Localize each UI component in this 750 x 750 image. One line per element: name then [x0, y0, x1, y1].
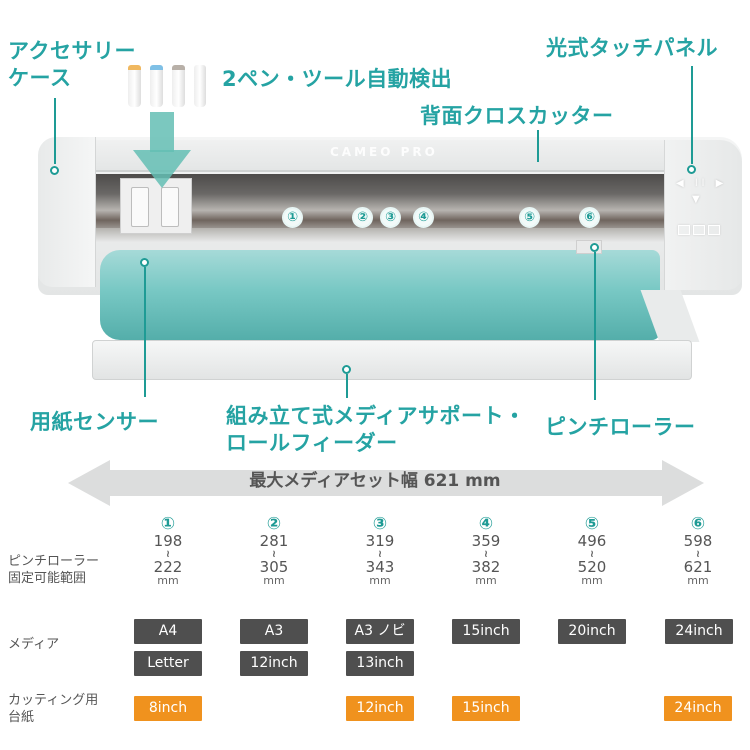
mat-tag: 8inch [134, 696, 202, 721]
mat-tag: 24inch [664, 696, 732, 721]
cutting-rail [96, 228, 664, 242]
callout-accessory-case: アクセサリー ケース [8, 39, 136, 90]
arrow-down-icon [150, 112, 174, 152]
row-label-media: メディア [8, 637, 60, 652]
callout-paper-sensor: 用紙センサー [30, 410, 159, 434]
tool-holder-1 [131, 187, 149, 227]
media-tag: 24inch [665, 619, 733, 644]
leader-dot [342, 365, 351, 374]
leader-line [594, 252, 596, 400]
callout-touch-panel: 光式タッチパネル [546, 36, 718, 60]
media-tag: 15inch [452, 619, 520, 644]
media-tag: A3 [240, 619, 308, 644]
leader-line [537, 130, 539, 162]
media-tag: Letter [134, 651, 202, 676]
media-roll [100, 250, 660, 340]
arrow-right-icon [662, 460, 704, 506]
callout-media-support: 組み立て式メディアサポート・ ロールフィーダー [226, 404, 526, 455]
leader-dot [50, 166, 59, 175]
callout-pinch-roller: ピンチローラー [545, 415, 696, 439]
mat-tag: 12inch [346, 696, 414, 721]
leader-line [691, 66, 693, 164]
leader-dot [140, 258, 149, 267]
width-arrow [106, 470, 666, 496]
media-tag: A4 [134, 619, 202, 644]
panel-down-icon: ▼ [692, 194, 704, 205]
media-tag: 12inch [240, 651, 308, 676]
panel-arrow-icons: ◀ ll ▶ [676, 178, 728, 189]
leader-dot [687, 165, 696, 174]
leader-line [54, 98, 56, 164]
row-label-mat: カッティング用 台紙 [8, 693, 99, 725]
accessory-case [38, 137, 96, 287]
leader-line [346, 374, 348, 398]
callout-cross-cutter: 背面クロスカッター [420, 104, 614, 128]
max-width-label: 最大メディアセット幅 621 mm [249, 471, 501, 491]
media-support-tray [92, 340, 692, 380]
brand-logo: CAMEO PRO [330, 145, 438, 159]
leader-line [144, 267, 146, 397]
callout-pen-detect: 2ペン・ツール自動検出 [222, 67, 453, 91]
mat-tag: 15inch [452, 696, 520, 721]
leader-dot [590, 243, 599, 252]
media-tag: 13inch [346, 651, 414, 676]
roller-marker-5: ⑤ [519, 207, 540, 228]
arrow-head-icon [133, 150, 191, 188]
media-tag: A3 ノビ [346, 619, 414, 644]
touch-panel [664, 140, 742, 290]
arrow-left-icon [68, 460, 110, 506]
media-tag: 20inch [558, 619, 626, 644]
roller-marker-1: ① [282, 207, 303, 228]
roller-marker-2: ② [352, 207, 373, 228]
tool-holder-2 [161, 187, 179, 227]
row-label-pinch-range: ピンチローラー 固定可能範囲 [8, 554, 100, 586]
roller-marker-6: ⑥ [579, 207, 600, 228]
roller-marker-4: ④ [413, 207, 434, 228]
panel-buttons [678, 220, 723, 239]
roller-marker-3: ③ [380, 207, 401, 228]
